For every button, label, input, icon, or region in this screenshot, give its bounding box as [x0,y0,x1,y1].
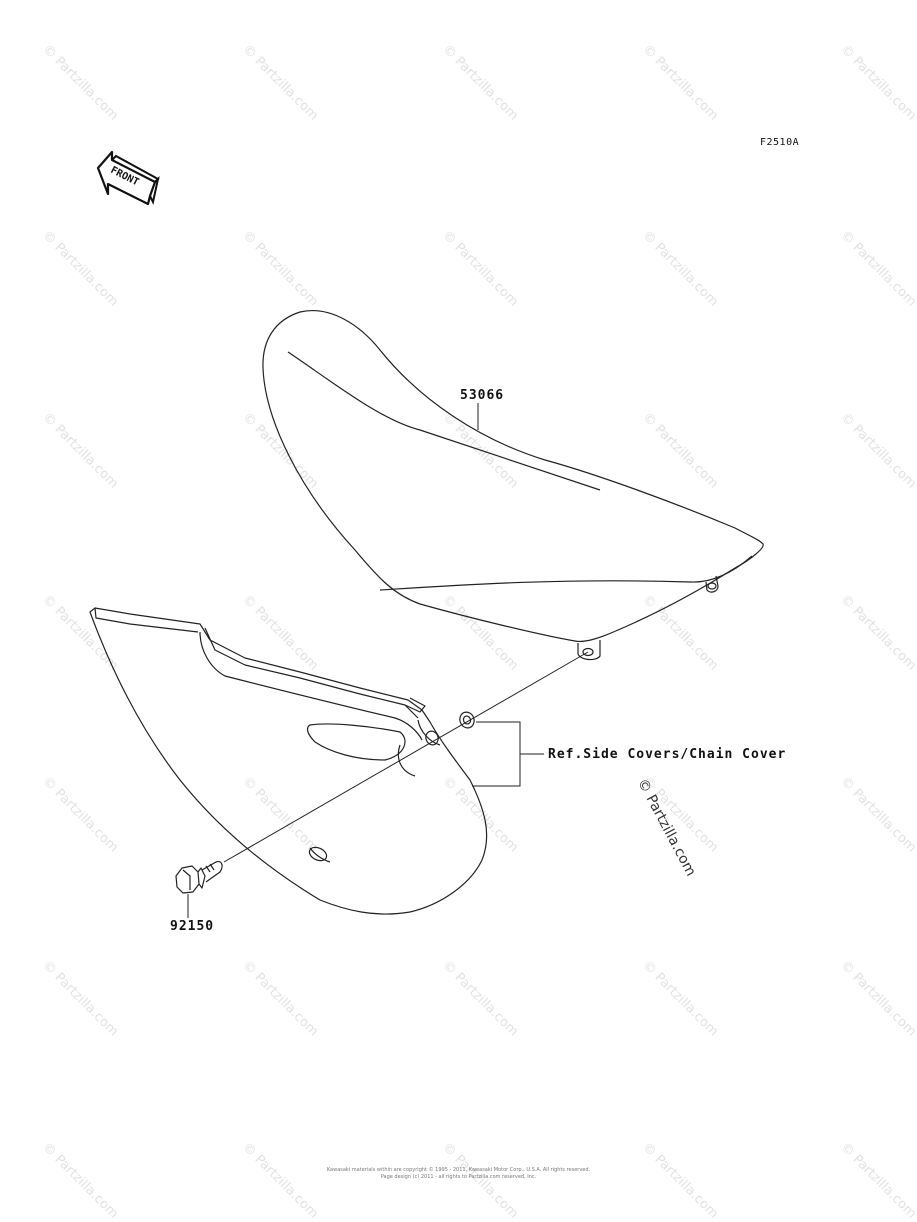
reference-bracket [472,721,544,787]
front-arrow-icon: FRONT [96,150,160,206]
part-number-bolt[interactable]: 92150 [170,919,215,934]
side-cover-part [89,607,488,915]
reference-side-covers-label[interactable]: Ref.Side Covers/Chain Cover [548,747,787,762]
bolt-part [175,861,223,894]
copyright-line-1: Kawasaki materials within are copyright … [326,1167,591,1173]
part-number-seat[interactable]: 53066 [460,388,505,403]
copyright-footer: Kawasaki materials within are copyright … [0,1167,917,1181]
seat-part [262,310,764,661]
diagram-code: F2510A [760,137,800,148]
assembly-axis-line [223,651,589,863]
copyright-line-2: Page design (c) 2011 - all rights to Par… [380,1174,537,1180]
